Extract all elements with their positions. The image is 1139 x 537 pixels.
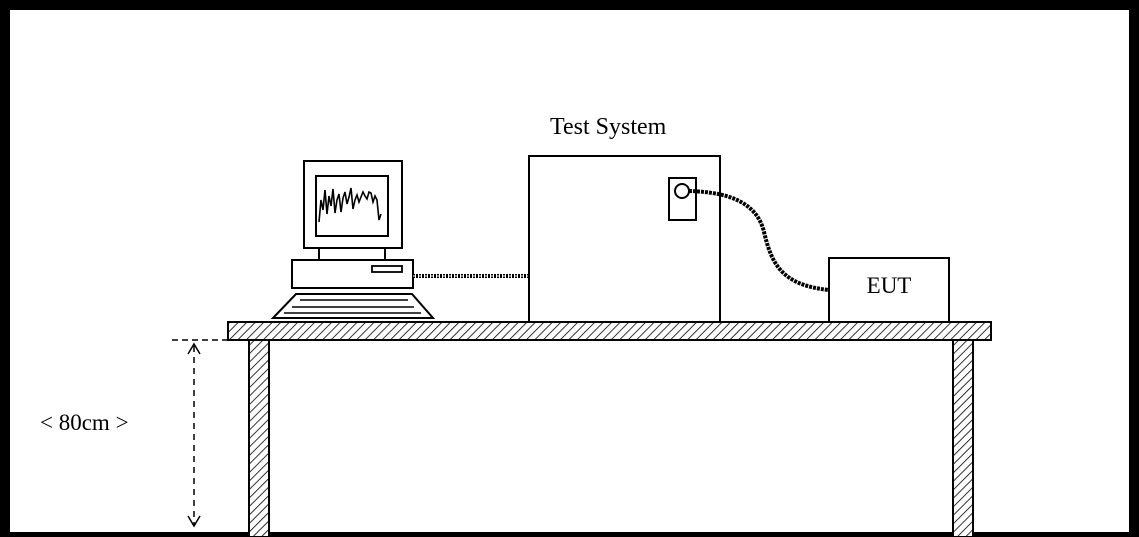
eut-cable [688,189,830,292]
keyboard-icon [270,293,436,319]
arrow-up-icon [187,342,201,355]
table-leg-left [248,339,270,537]
eut-box [828,257,950,323]
computer-base [291,259,414,289]
arrow-down-icon [187,515,201,528]
computer-icon [270,160,436,319]
waveform-icon [318,187,382,223]
drive-slot [371,265,403,273]
table-leg-right [952,339,974,537]
monitor-stand [318,247,386,261]
table [227,321,992,537]
eut: EUT [828,257,950,323]
connector-port-icon [674,183,690,199]
height-dimension: < 80cm > [40,339,248,528]
table-top [227,321,992,341]
eut-label: EUT [867,273,912,298]
height-label: < 80cm > [40,410,129,435]
test-system: Test System [528,114,721,323]
test-system-label: Test System [550,114,667,140]
